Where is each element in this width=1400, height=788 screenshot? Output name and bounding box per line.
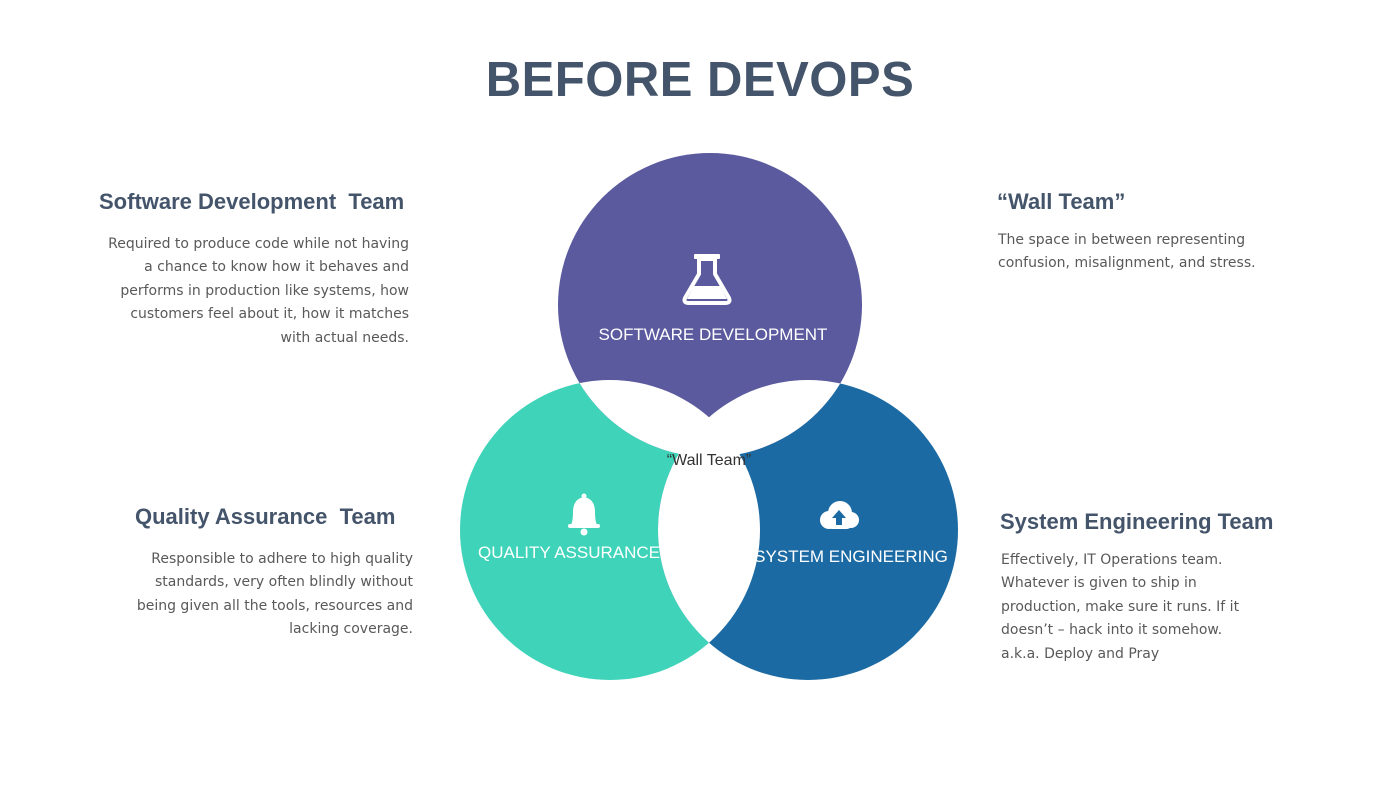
quality-team-description: Responsible to adhere to high quality st…: [137, 548, 413, 642]
wall-team-heading: “Wall Team”: [997, 189, 1126, 214]
venn-circle-group: [460, 153, 958, 680]
description-line: Required to produce code while not havin…: [108, 236, 409, 252]
cloud-upload-icon: [820, 501, 859, 529]
description-line: performs in production like systems, how: [120, 282, 409, 299]
bell-icon: [568, 493, 600, 536]
description-line: doesn’t – hack into it somehow.: [1001, 622, 1223, 639]
description-line: a.k.a. Deploy and Pray: [1001, 645, 1160, 662]
description-line: lacking coverage.: [289, 621, 413, 638]
description-line: Effectively, IT Operations team.: [1001, 552, 1223, 568]
description-line: standards, very often blindly without: [154, 574, 413, 591]
description-line: Responsible to adhere to high quality: [151, 551, 413, 567]
system-engineering-label: SYSTEM ENGINEERING: [754, 547, 948, 566]
software-development-label: SOFTWARE DEVELOPMENT: [599, 325, 828, 344]
description-line: being given all the tools, resources and: [136, 597, 413, 614]
description-line: confusion, misalignment, and stress.: [998, 255, 1256, 272]
description-line: a chance to know how it behaves and: [144, 259, 409, 276]
description-line: with actual needs.: [280, 329, 409, 346]
description-line: The space in between representing: [998, 232, 1246, 248]
description-line: customers feel about it, how it matches: [130, 306, 409, 323]
system-team-description: Effectively, IT Operations team. Whateve…: [1001, 549, 1239, 666]
system-team-heading: System Engineering Team: [1000, 509, 1274, 534]
wall-team-center-label: “Wall Team”: [667, 452, 751, 469]
page-title: BEFORE DEVOPS: [485, 53, 915, 107]
description-line: Whatever is given to ship in: [1001, 575, 1197, 592]
quality-team-heading: Quality Assurance Team: [135, 504, 396, 529]
software-team-description: Required to produce code while not havin…: [108, 233, 409, 350]
overlap-qa-se: [658, 380, 760, 680]
description-line: production, make sure it runs. If it: [1001, 598, 1240, 615]
quality-assurance-label: QUALITY ASSURANCE: [478, 543, 660, 562]
software-team-heading: Software Development Team: [99, 189, 405, 214]
flask-icon: [682, 254, 732, 305]
wall-team-description: The space in between representing confus…: [998, 229, 1256, 276]
